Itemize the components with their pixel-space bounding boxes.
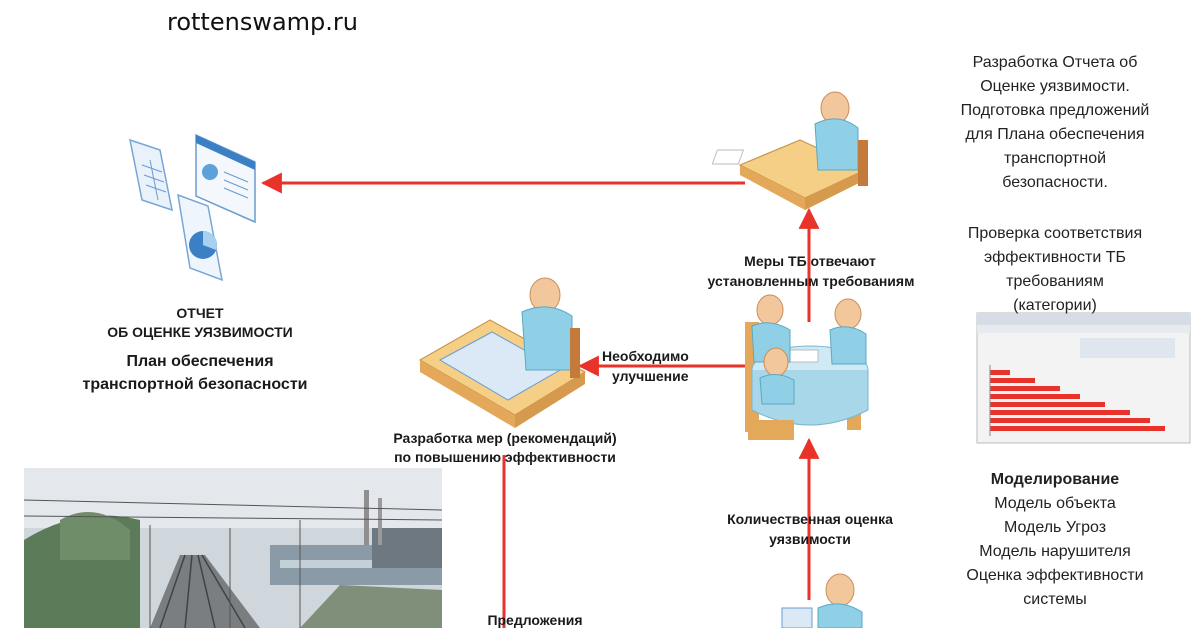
compliance-note-line: эффективности ТБ: [983, 249, 1127, 266]
chart-window-icon: [195, 133, 256, 224]
modeling-item: Оценка эффективности: [966, 567, 1144, 584]
quant-assessment-label-line1: Количественная оценка: [727, 511, 893, 527]
software-screenshot-thumbnail: [976, 312, 1191, 444]
development-note-line: для Плана обеспечения: [965, 126, 1145, 143]
development-note-line: транспортной: [1003, 150, 1107, 167]
arrows: [260, 172, 820, 628]
development-note-line: Оценке уязвимости.: [980, 78, 1130, 95]
need-improvement-label-line2: улучшение: [612, 368, 689, 384]
pie-document-icon: [177, 193, 223, 282]
person-at-drafting-desk: [418, 277, 587, 428]
spreadsheet-document-icon: [129, 138, 173, 212]
development-note-line: Разработка Отчета об: [972, 54, 1138, 71]
modeling-item: Модель Угроз: [1003, 519, 1107, 536]
modeling-note: Моделирование Модель объекта Модель Угро…: [925, 468, 1185, 612]
plan-line2: транспортной безопасности: [82, 376, 308, 393]
railway-photo: [23, 468, 443, 628]
compliance-note-line: требованиям: [1006, 273, 1104, 290]
modeling-item: системы: [1023, 591, 1087, 608]
compliance-note-line: (категории): [1013, 297, 1097, 314]
need-improvement-label-line1: Необходимо: [602, 348, 689, 364]
development-note-line: Подготовка предложений: [960, 102, 1150, 119]
plan-line1: План обеспечения: [126, 353, 274, 370]
person-bottom-partial: [781, 573, 863, 628]
meeting-group: [745, 294, 869, 440]
report-title-line2: ОБ ОЦЕНКЕ УЯЗВИМОСТИ: [107, 324, 293, 340]
measures-meet-label-line2: установленным требованиям: [707, 273, 915, 289]
modeling-title: Моделирование: [990, 471, 1120, 488]
develop-measures-label-line2: по повышению эффективности: [394, 449, 616, 465]
develop-measures-label-line1: Разработка мер (рекомендаций): [393, 430, 617, 446]
compliance-note-line: Проверка соответствия: [967, 225, 1143, 242]
development-note: Разработка Отчета об Оценке уязвимости. …: [925, 51, 1185, 195]
site-watermark: rottenswamp.ru: [167, 8, 358, 36]
person-at-desk-top: [711, 91, 868, 210]
proposals-label: Предложения: [487, 612, 583, 628]
compliance-note: Проверка соответствия эффективности ТБ т…: [925, 222, 1185, 318]
report-title-line1: ОТЧЕТ: [176, 305, 224, 321]
development-note-line: безопасности.: [1002, 174, 1108, 191]
document-icons: [129, 133, 256, 282]
modeling-item: Модель объекта: [994, 495, 1116, 512]
modeling-item: Модель нарушителя: [979, 543, 1131, 560]
quant-assessment-label-line2: уязвимости: [769, 531, 851, 547]
measures-meet-label-line1: Меры ТБ отвечают: [744, 253, 876, 269]
